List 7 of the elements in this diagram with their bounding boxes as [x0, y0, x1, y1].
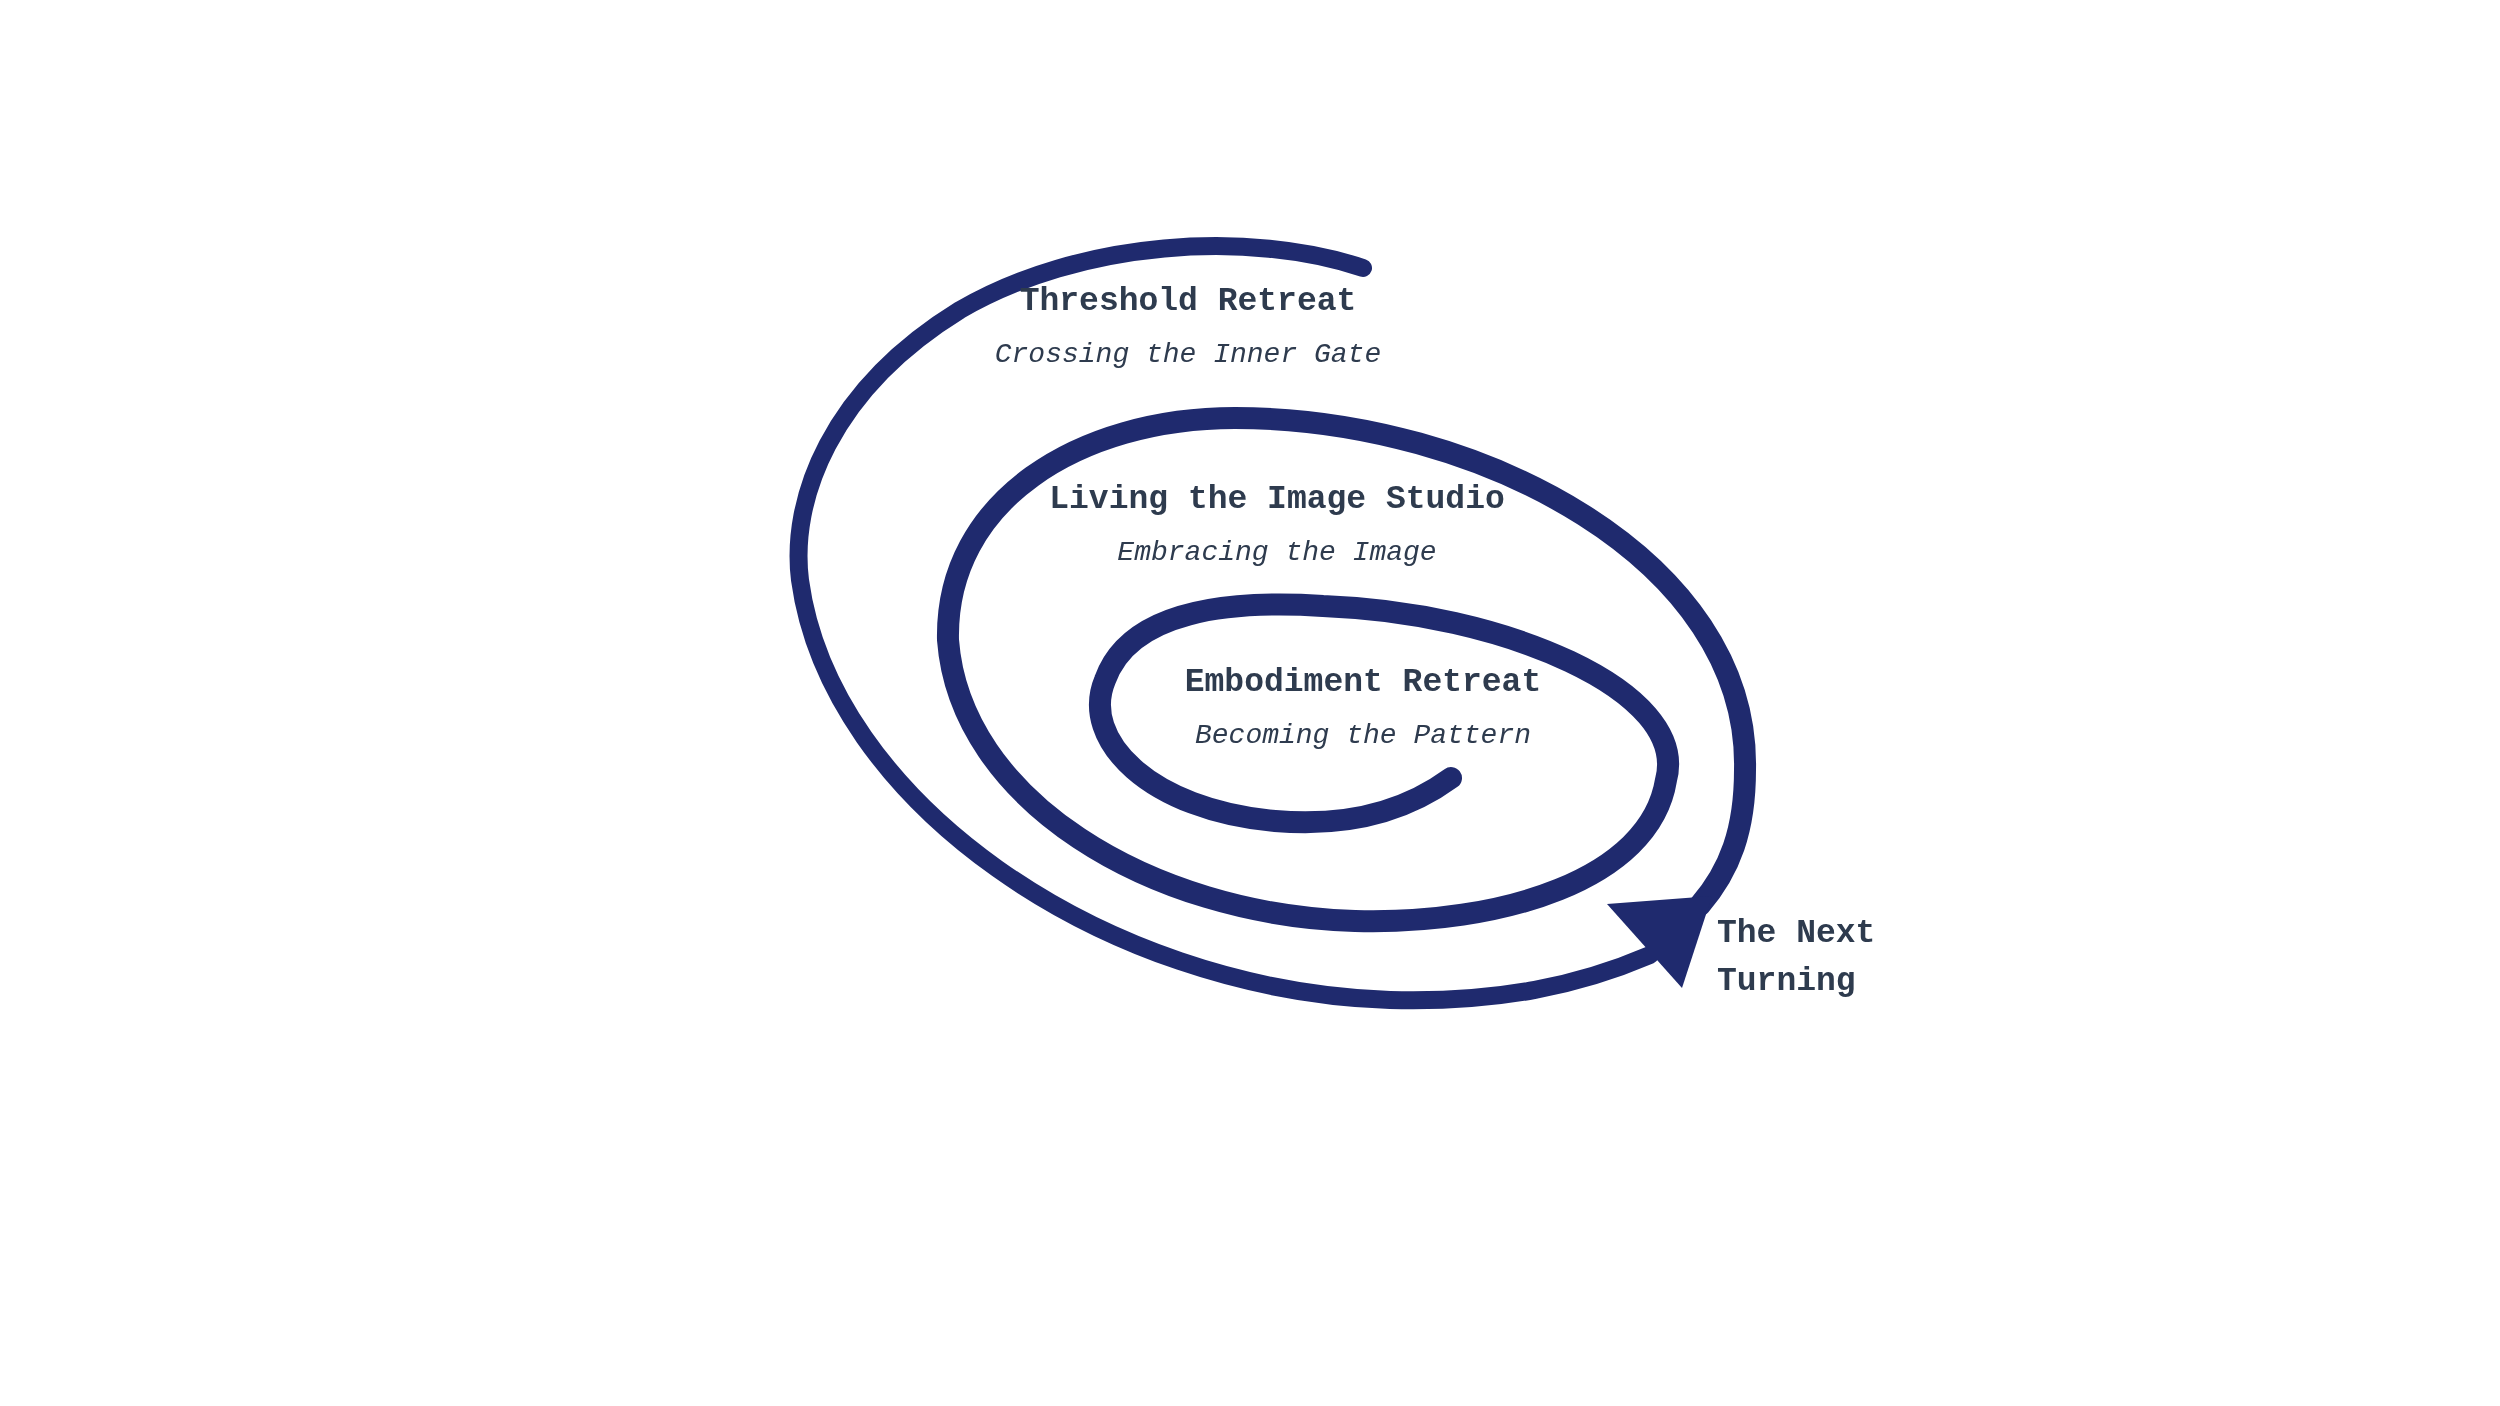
stage-subtitle: Crossing the Inner Gate: [994, 338, 1382, 372]
stage-title: Threshold Retreat: [1019, 282, 1357, 322]
stage-subtitle: Becoming the Pattern: [1194, 719, 1532, 753]
stage-subtitle: Embracing the Image: [1117, 536, 1437, 570]
outcome-label: The Next Turning: [1717, 914, 1877, 1002]
stage-title: Living the Image Studio: [1049, 480, 1505, 520]
stage-title: Embodiment Retreat: [1184, 663, 1542, 703]
